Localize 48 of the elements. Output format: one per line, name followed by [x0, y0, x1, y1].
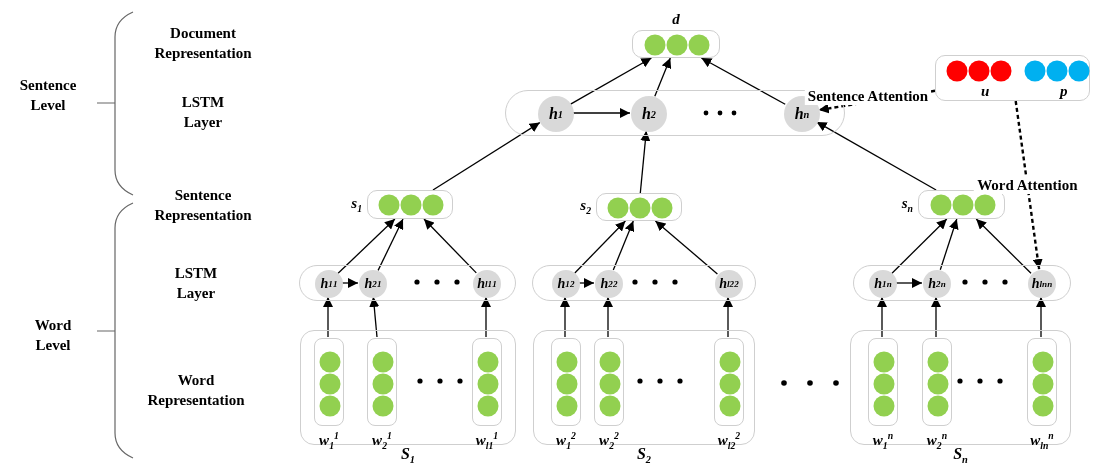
arrow: [700, 57, 786, 105]
edge-label: Word Attention: [974, 176, 1081, 195]
arrow: [323, 296, 333, 338]
layer-label: Document Representation: [153, 24, 253, 63]
arrow: [639, 130, 651, 194]
arrow: [432, 121, 541, 191]
sentence-label: S$_{n}$: [953, 446, 968, 466]
arrow: [931, 296, 941, 338]
sentence-label: S$_{1}$: [400, 446, 416, 466]
arrow: [975, 218, 1032, 274]
arrow: [723, 296, 733, 338]
arrow: [481, 296, 491, 338]
attention-vector-box: [935, 55, 1090, 101]
arrow: [572, 108, 631, 118]
arrow: [815, 121, 937, 191]
arrow: [377, 218, 404, 272]
level-label: Word Level: [33, 316, 73, 355]
arrow: [1036, 296, 1046, 338]
vector-label: d: [672, 12, 680, 27]
layer-label: LSTM Layer: [180, 93, 226, 132]
arrow: [341, 278, 359, 288]
vector-label: p: [1060, 84, 1068, 99]
layer-label: Word Representation: [146, 371, 246, 410]
vector-label: s$_{1}$: [351, 195, 362, 214]
edge-label: Sentence Attention: [804, 87, 932, 105]
arrow: [939, 218, 959, 271]
arrow: [569, 57, 653, 105]
dashed-arrow: [1014, 100, 1043, 270]
arrow: [578, 278, 595, 288]
arrow: [654, 220, 719, 275]
arrow: [891, 218, 948, 274]
layer-label: LSTM Layer: [173, 264, 219, 303]
arrow: [612, 220, 635, 271]
arrow: [895, 278, 923, 288]
vector-label: s$_{n}$: [901, 195, 913, 214]
layer-label: Sentence Representation: [153, 186, 253, 225]
arrow: [603, 296, 613, 338]
arrow: [560, 296, 570, 338]
vector-label: s$_{2}$: [580, 198, 591, 216]
arrow: [337, 218, 396, 274]
sentence-label: S$_{2}$: [636, 446, 652, 466]
arrow: [574, 220, 627, 274]
arrow: [654, 57, 672, 97]
level-label: Sentence Level: [18, 76, 78, 115]
arrow: [423, 218, 477, 274]
vector-label: u: [981, 84, 990, 99]
arrow: [369, 296, 380, 338]
arrow: [877, 296, 887, 338]
